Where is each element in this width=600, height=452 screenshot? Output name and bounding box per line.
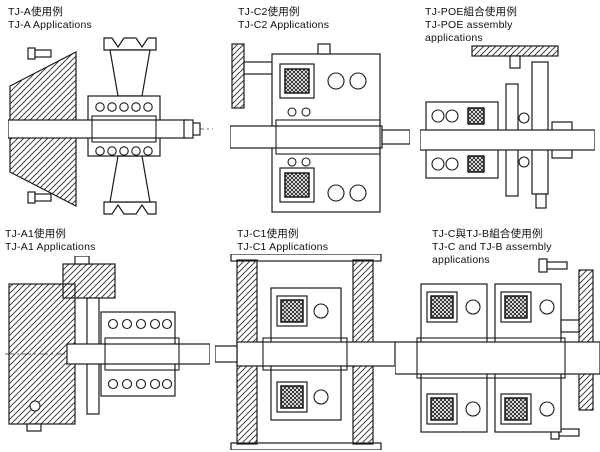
- output-disc: [531, 61, 549, 195]
- bolt-icon: [26, 423, 42, 432]
- panel-tj-c1: TJ-C1使用例 TJ-C1 Applications: [215, 226, 395, 452]
- washer-part: [29, 400, 41, 412]
- mount-wall-hatch: [231, 43, 245, 109]
- hub-sleeve: [91, 115, 157, 143]
- panel-tj-c1-label: TJ-C1使用例 TJ-C1 Applications: [215, 226, 395, 254]
- tj-a1-diagram: [5, 256, 210, 432]
- sprag-elements: [276, 295, 308, 413]
- panel-title-en: TJ-C and TJ-B assembly: [432, 241, 552, 254]
- panel-tj-c-b-label: TJ-C與TJ-B組合使用例 TJ-C and TJ-B assembly ap…: [395, 226, 600, 267]
- sprag-elements: [279, 63, 315, 203]
- hub-sleeve: [416, 337, 566, 379]
- bolt-icon: [27, 191, 52, 204]
- panel-tj-a-label: TJ-A使用例 TJ-A Applications: [0, 0, 225, 32]
- panel-tj-a1-label: TJ-A1使用例 TJ-A1 Applications: [0, 226, 215, 254]
- panel-title-en: TJ-A1 Applications: [5, 241, 96, 254]
- bearing-balls: [107, 318, 173, 390]
- bolt-icon: [317, 43, 331, 55]
- bearing-balls: [518, 112, 530, 168]
- bearing-balls: [313, 303, 329, 405]
- tj-a-diagram: [8, 37, 213, 215]
- panel-title-zh: TJ-A1使用例: [5, 228, 67, 240]
- tj-poe-diagram: [420, 45, 595, 209]
- panel-tj-a: TJ-A使用例 TJ-A Applications: [0, 0, 225, 226]
- hub-sleeve: [275, 119, 381, 155]
- bolt-icon: [74, 256, 90, 265]
- bearing-balls: [287, 72, 367, 202]
- bearing-balls: [465, 299, 481, 417]
- shaft: [66, 343, 210, 365]
- hub-sleeve: [104, 337, 180, 371]
- panel-tj-poe: TJ-POE組合使用例 TJ-POE assembly applications: [415, 0, 600, 226]
- panel-tj-a1: TJ-A1使用例 TJ-A1 Applications: [0, 226, 215, 452]
- hub-sleeve: [262, 337, 348, 371]
- panel-tj-c2-label: TJ-C2使用例 TJ-C2 Applications: [225, 0, 415, 32]
- bracket-arm: [243, 61, 275, 75]
- v-belt-pulley: [103, 37, 157, 215]
- shaft: [420, 129, 595, 151]
- panel-title-en2: applications: [432, 254, 490, 267]
- bearing-balls: [95, 102, 153, 156]
- tj-c-b-diagram: [395, 258, 600, 440]
- sprag-elements: [500, 291, 532, 425]
- panel-tj-c-b: TJ-C與TJ-B組合使用例 TJ-C and TJ-B assembly ap…: [395, 226, 600, 452]
- sprag-elements: [467, 107, 485, 173]
- bolt-icon: [538, 258, 568, 273]
- panel-title-zh: TJ-POE組合使用例: [425, 6, 518, 18]
- bolt-icon: [509, 55, 521, 69]
- panel-title-en: TJ-A Applications: [8, 19, 92, 32]
- panel-title-zh: TJ-C1使用例: [237, 228, 299, 240]
- bearing-balls: [431, 109, 459, 171]
- bearing-balls: [539, 299, 555, 417]
- panel-title-en2: applications: [425, 32, 483, 45]
- panel-title-en: TJ-POE assembly: [425, 19, 513, 32]
- panel-tj-c2: TJ-C2使用例 TJ-C2 Applications: [225, 0, 415, 226]
- panel-title-zh: TJ-C與TJ-B組合使用例: [432, 228, 543, 240]
- panel-tj-poe-label: TJ-POE組合使用例 TJ-POE assembly applications: [415, 0, 600, 45]
- panel-title-zh: TJ-A使用例: [8, 6, 64, 18]
- mount-wall-hatch: [578, 269, 594, 411]
- wall-arm: [560, 319, 580, 333]
- panel-title-zh: TJ-C2使用例: [238, 6, 300, 18]
- housing-bottom-cap: [230, 442, 382, 450]
- panel-title-en: TJ-C2 Applications: [238, 19, 330, 32]
- bolt-icon: [27, 47, 52, 60]
- panel-title-en: TJ-C1 Applications: [237, 241, 329, 254]
- ceiling-mount-hatch: [471, 45, 559, 57]
- bolt-icon: [535, 193, 547, 209]
- shaft: [215, 341, 395, 367]
- shaft: [395, 341, 600, 375]
- shaft: [230, 125, 410, 149]
- housing-top-cap: [230, 254, 382, 262]
- shaft: [8, 119, 201, 139]
- tj-c1-diagram: [215, 254, 395, 450]
- tj-c2-diagram: [230, 43, 410, 213]
- sprag-elements: [426, 291, 458, 425]
